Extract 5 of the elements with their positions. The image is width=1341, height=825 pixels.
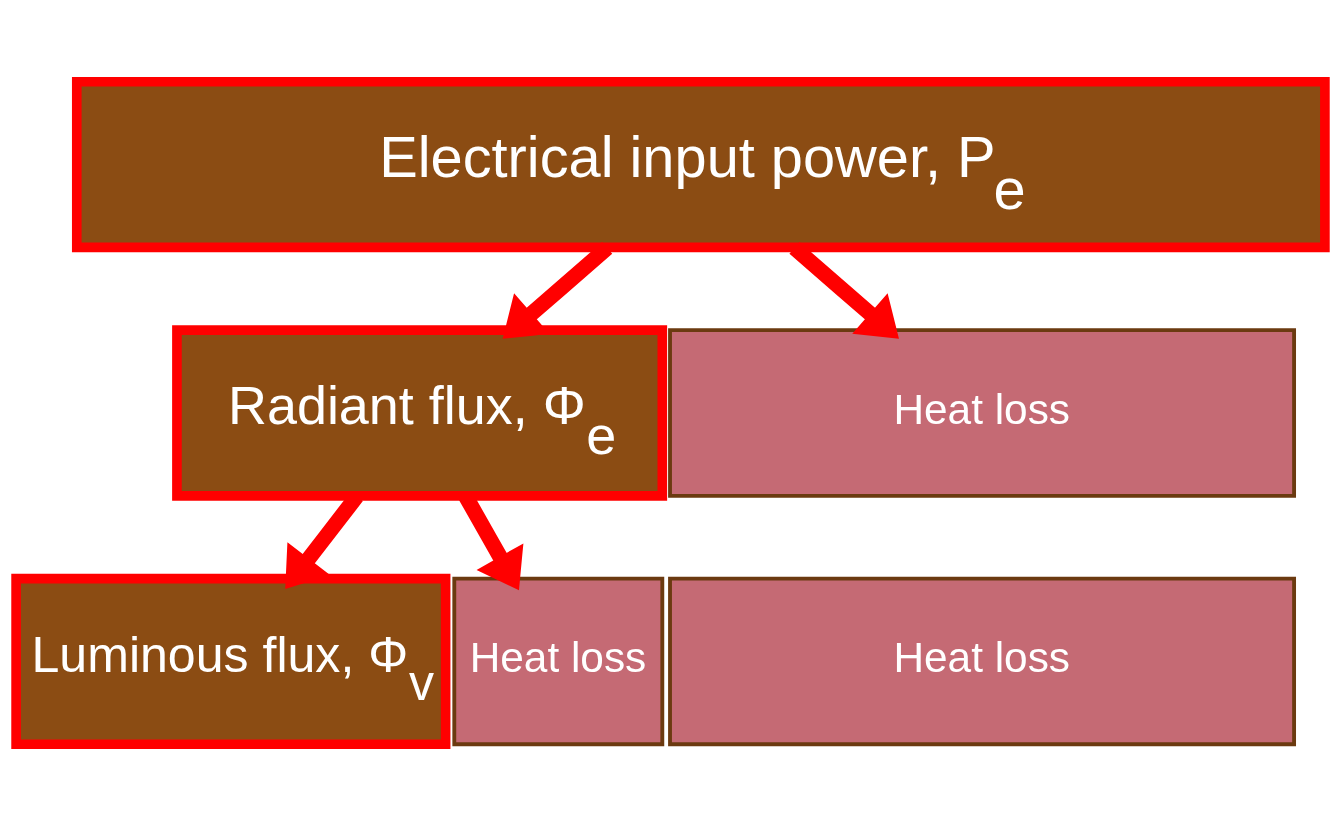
node-box: Heat loss: [668, 576, 1296, 746]
node-box: Heat loss: [668, 327, 1296, 498]
arrow: [502, 241, 613, 339]
node-box: Heat loss: [452, 576, 665, 746]
arrow: [789, 241, 899, 339]
